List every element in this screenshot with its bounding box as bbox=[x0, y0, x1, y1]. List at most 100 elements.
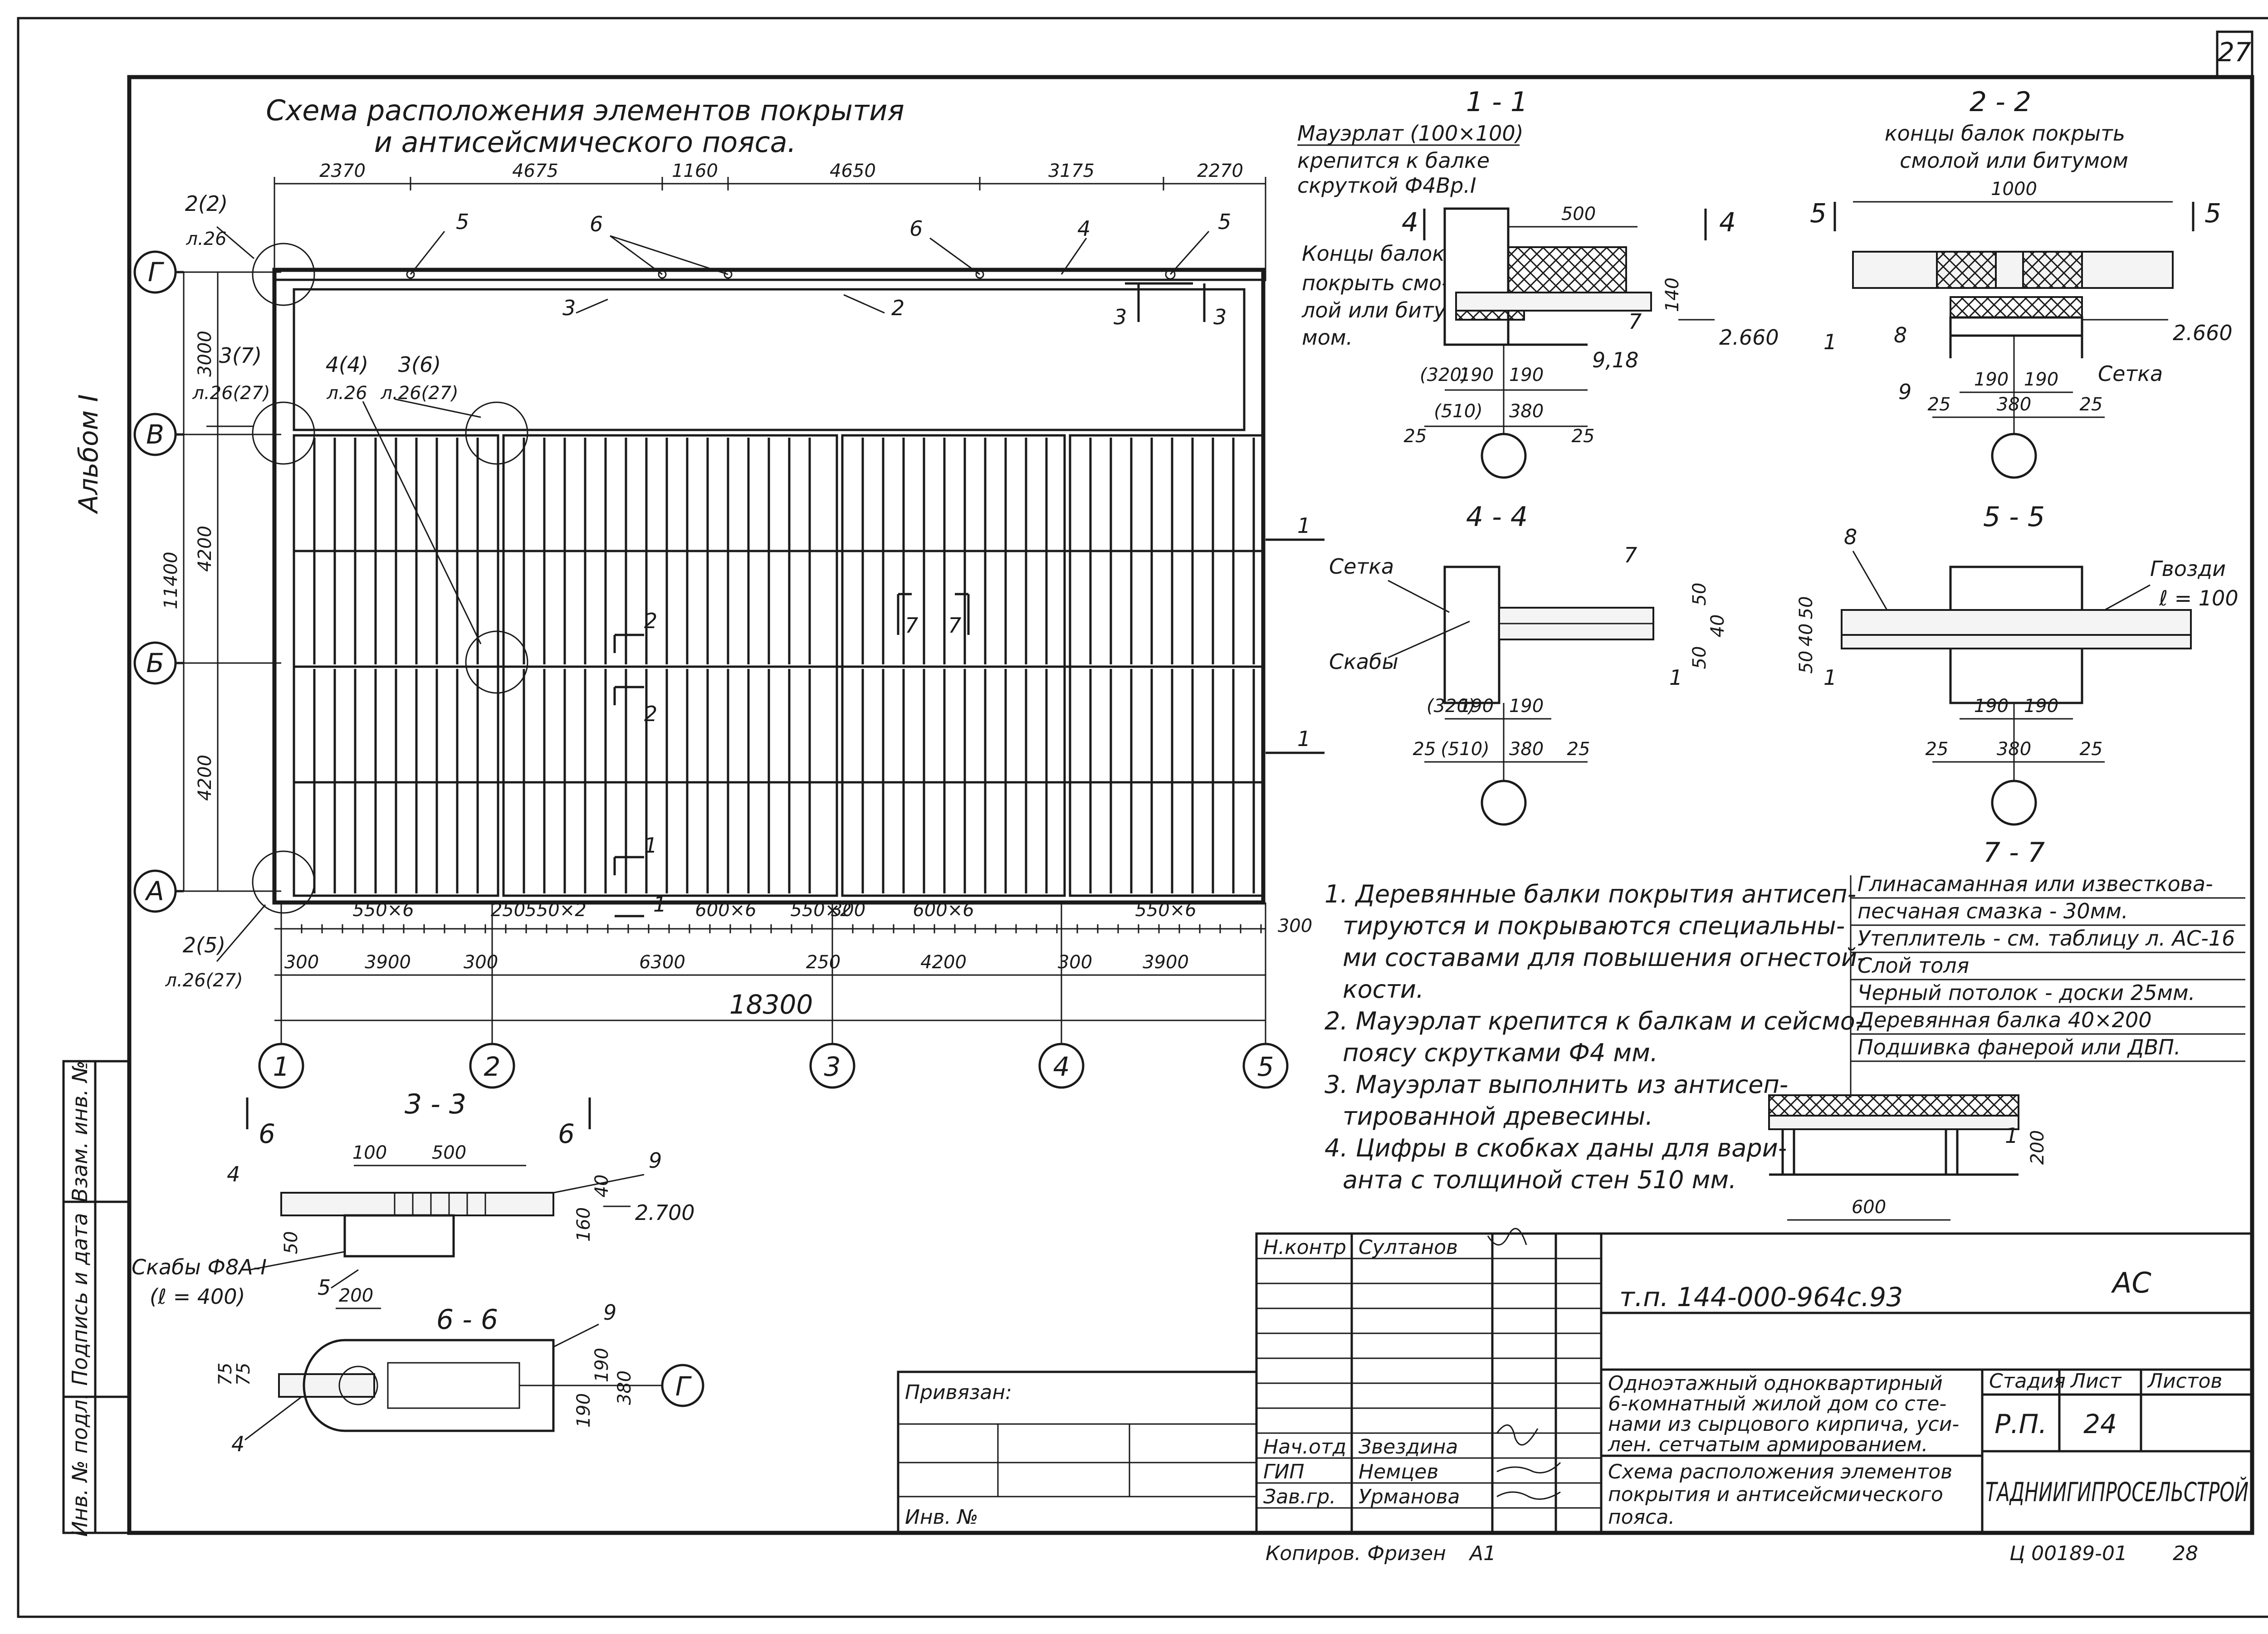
plan-cut-1-mid: 1 bbox=[644, 833, 657, 858]
node-ref-3: 4(4) bbox=[326, 352, 368, 377]
section-6-6-title: 6 - 6 bbox=[436, 1304, 498, 1336]
axis-row-a: А bbox=[144, 876, 164, 907]
plan-left-dim-3: 4200 bbox=[195, 755, 215, 801]
s22-note-1: концы балок покрыть bbox=[1885, 121, 2125, 146]
general-notes: 1. Деревянные балки покрытия антисеп- ти… bbox=[1325, 880, 1866, 1194]
tb-format: А1 bbox=[1468, 1542, 1496, 1565]
bottom-edge-4: 300 bbox=[1058, 952, 1092, 973]
section-6-6: 6 - 6 Г 9 4 75 75 190 190 380 bbox=[215, 1300, 704, 1456]
plan-mark-6b: 6 bbox=[909, 216, 923, 241]
s55-dim-190b: 190 bbox=[2024, 696, 2058, 717]
tb-doc-page: 28 bbox=[2173, 1542, 2198, 1565]
s11-cut-4-left: 4 bbox=[1402, 207, 1418, 238]
roof-plan: 2370 4675 1160 4650 3175 2270 bbox=[133, 161, 1325, 1089]
s33-dim-500: 500 bbox=[432, 1142, 466, 1163]
bottom-dim-3: 4200 bbox=[920, 952, 967, 973]
plan-top-dim-2: 4675 bbox=[512, 161, 558, 181]
plan-top-dim-1: 2370 bbox=[319, 161, 366, 181]
plan-top-dim-4: 4650 bbox=[830, 161, 876, 181]
node-ref-4: 3(6) bbox=[398, 352, 441, 377]
s22-dim-1000: 1000 bbox=[1991, 179, 2037, 200]
stamp-signature-date: Подпись и дата bbox=[68, 1213, 92, 1385]
note-line-4: кости. bbox=[1343, 975, 1424, 1004]
s44-mark-1: 1 bbox=[1669, 665, 1682, 690]
axis-col-2: 2 bbox=[484, 1051, 501, 1082]
section-5-5: 5 - 5 Гвозди ℓ = 100 8 1 50 40 50 190 19… bbox=[1796, 501, 2239, 826]
tb-copied: Копиров. Фризен bbox=[1266, 1542, 1446, 1565]
s22-mark-1: 1 bbox=[1823, 330, 1837, 354]
tb-sheets-label: Листов bbox=[2147, 1370, 2222, 1393]
note-line-2: тируются и покрываются специальны- bbox=[1343, 912, 1845, 940]
node-ref-3-sheet: л.26 bbox=[326, 383, 367, 404]
s77-dim-200: 200 bbox=[2027, 1130, 2048, 1165]
s11-dim-140: 140 bbox=[1662, 278, 1683, 312]
section-3-3-title: 3 - 3 bbox=[405, 1088, 466, 1120]
s33-dim-40: 40 bbox=[591, 1175, 612, 1198]
s55-nails-length: ℓ = 100 bbox=[2159, 586, 2239, 610]
s22-note-2: смолой или битумом bbox=[1900, 148, 2128, 173]
album-label: Альбом I bbox=[73, 394, 104, 514]
signatures bbox=[1487, 1228, 1561, 1500]
s44-dim-50b: 50 bbox=[1689, 646, 1710, 669]
bottom-dim-4: 3900 bbox=[1143, 952, 1189, 973]
beam-ends-3: лой или биту- bbox=[1301, 298, 1454, 322]
spacing-3: 550×2 bbox=[525, 900, 586, 921]
tb-doc-code: Ц 00189-01 bbox=[2009, 1542, 2127, 1565]
note-line-3: ми составами для повышения огнестой- bbox=[1343, 943, 1866, 972]
fastening-note-2: скруткой Ф4Вр.I bbox=[1297, 173, 1476, 198]
s44-dim-380: 380 bbox=[1509, 739, 1544, 760]
plan-left-dim-2: 4200 bbox=[195, 526, 215, 572]
spacing-7: 600×6 bbox=[913, 900, 974, 921]
spacing-5: 550×2 bbox=[790, 900, 851, 921]
s77-mark-1: 1 bbox=[2005, 1123, 2018, 1148]
axis-row-b: Б bbox=[146, 648, 164, 678]
tb-project-1: Одноэтажный одноквартирный bbox=[1608, 1372, 1943, 1395]
node-ref-1: 2(2) bbox=[185, 191, 228, 216]
s44-dim-25b: 25 bbox=[1567, 739, 1590, 760]
s11-dim-320: (320) bbox=[1420, 365, 1469, 385]
node-ref-1-sheet: л.26 bbox=[186, 229, 226, 249]
bottom-edge-5: 300 bbox=[1278, 916, 1312, 937]
node-ref-5: 2(5) bbox=[183, 933, 225, 957]
tb-name-zvezdina: Звездина bbox=[1359, 1435, 1458, 1458]
s55-dim-25a: 25 bbox=[1926, 739, 1949, 760]
plan-cut-3-left: 3 bbox=[1114, 305, 1127, 329]
s22-dim-190a: 190 bbox=[1974, 369, 2009, 390]
tb-project-2: 6-комнатный жилой дом со сте- bbox=[1608, 1392, 1946, 1415]
s66-axis: Г bbox=[675, 1371, 692, 1402]
s22-dim-190b: 190 bbox=[2024, 369, 2058, 390]
layer-2: Утеплитель - см. таблицу л. АС-16 bbox=[1857, 926, 2235, 951]
section-2-2-title: 2 - 2 bbox=[1970, 86, 2031, 118]
s11-level: 2.660 bbox=[1719, 325, 1779, 350]
tb-project-4: лен. сетчатым армированием. bbox=[1608, 1433, 1928, 1456]
plan-mark-2: 2 bbox=[891, 296, 904, 320]
s66-dim-75a: 75 bbox=[215, 1363, 236, 1386]
tb-role-gip: ГИП bbox=[1263, 1460, 1305, 1483]
plan-cut-3-right: 3 bbox=[1213, 305, 1227, 329]
plan-cut-2-bottom: 2 bbox=[644, 702, 657, 726]
tb-role-nachotd: Нач.отд bbox=[1263, 1435, 1346, 1458]
s44-staples: Скабы bbox=[1329, 649, 1398, 674]
s55-dim-40: 40 bbox=[1796, 624, 1817, 647]
s22-dim-25b: 25 bbox=[2080, 394, 2103, 415]
floor-beams bbox=[313, 438, 1255, 893]
s33-level: 2.700 bbox=[635, 1200, 695, 1225]
s33-staples-2: (ℓ = 400) bbox=[150, 1284, 245, 1309]
note-line-7: 3. Мауэрлат выполнить из антисеп- bbox=[1325, 1070, 1788, 1099]
s44-dim-50a: 50 bbox=[1689, 583, 1710, 606]
plan-mark-5b: 5 bbox=[1218, 210, 1231, 234]
axis-col-1: 1 bbox=[273, 1051, 290, 1082]
note-line-5: 2. Мауэрлат крепится к балкам и сейсмо- bbox=[1325, 1007, 1864, 1035]
tb-inv: Инв. № bbox=[905, 1506, 978, 1529]
s66-dim-190a: 190 bbox=[591, 1348, 612, 1382]
note-line-1: 1. Деревянные балки покрытия антисеп- bbox=[1325, 880, 1856, 908]
s11-dim-25b: 25 bbox=[1572, 426, 1595, 447]
tb-sheet-desc-2: покрытия и антисейсмического bbox=[1608, 1483, 1943, 1506]
s33-cut-6-right: 6 bbox=[558, 1118, 575, 1149]
note-line-9: 4. Цифры в скобках даны для вари- bbox=[1325, 1134, 1787, 1162]
section-4-4-title: 4 - 4 bbox=[1466, 501, 1528, 533]
bottom-edge-2: 300 bbox=[464, 952, 498, 973]
bottom-dim-2: 6300 bbox=[639, 952, 685, 973]
section-7-7-title: 7 - 7 bbox=[1983, 837, 2045, 868]
